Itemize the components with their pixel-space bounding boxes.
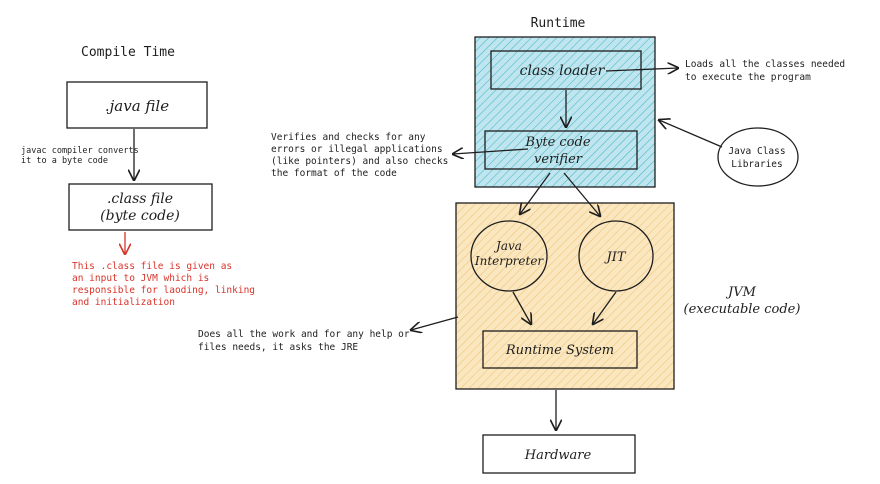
- class-loader-label: class loader: [520, 63, 606, 79]
- class-file-note: This .class file is given as an input to…: [72, 261, 255, 308]
- interpreter-label-line-1: Java: [493, 239, 522, 253]
- class-loader-note-line-2: to execute the program: [685, 72, 811, 83]
- verifier-note: Verifies and checks for any errors or il…: [271, 132, 448, 179]
- jvm-label-line-1: JVM: [725, 285, 757, 300]
- interpreter-label-line-2: Interpreter: [474, 254, 545, 268]
- runtime-title: Runtime: [531, 16, 586, 31]
- verifier-note-line-4: the format of the code: [271, 168, 397, 179]
- jit-node: JIT: [578, 220, 654, 292]
- verifier-label-line-2: verifier: [534, 152, 583, 167]
- verifier-note-line-3: (like pointers) and also checks: [271, 156, 448, 167]
- class-note-line-2: an input to JVM which is: [72, 273, 209, 284]
- runtime-system-box: Runtime System: [482, 330, 638, 369]
- verifier-note-arrow: [453, 149, 529, 154]
- verifier-to-jit-arrow: [563, 172, 600, 216]
- class-file-box: .class file (byte code): [68, 183, 213, 231]
- libraries-label-line-1: Java Class: [728, 146, 785, 157]
- class-loader-note-line-1: Loads all the classes needed: [685, 59, 845, 70]
- libraries-to-runtime-arrow: [659, 120, 723, 148]
- byte-code-verifier-box: Byte code verifier: [484, 130, 638, 170]
- class-note-line-4: and initialization: [72, 297, 175, 308]
- hardware-box: Hardware: [482, 434, 636, 474]
- verifier-label-line-1: Byte code: [524, 135, 590, 150]
- verifier-note-line-1: Verifies and checks for any: [271, 132, 426, 143]
- compiler-note-line-2: it to a byte code: [21, 156, 108, 166]
- jvm-label-line-2: (executable code): [684, 302, 801, 317]
- class-file-label-line-1: .class file: [107, 191, 173, 207]
- compiler-note-line-1: javac compiler converts: [21, 146, 139, 156]
- class-file-label-line-2: (byte code): [100, 208, 180, 224]
- java-file-box: .java file: [66, 81, 208, 129]
- runtime-system-label: Runtime System: [505, 343, 614, 358]
- libraries-label-line-2: Libraries: [731, 159, 782, 170]
- jvm-label: JVM (executable code): [684, 285, 801, 317]
- runtime-system-note: Does all the work and for any help or fi…: [198, 329, 410, 353]
- interpreter-to-runtime-system-arrow: [512, 291, 531, 324]
- class-note-line-3: responsible for laoding, linking: [72, 285, 255, 296]
- jit-to-runtime-system-arrow: [593, 291, 617, 324]
- runtime-system-note-arrow: [411, 316, 459, 330]
- jit-label: JIT: [603, 250, 626, 265]
- verifier-to-interpreter-arrow: [520, 172, 551, 214]
- runtime-note-line-1: Does all the work and for any help or: [198, 329, 410, 340]
- compiler-note: javac compiler converts it to a byte cod…: [21, 146, 139, 166]
- class-loader-note: Loads all the classes needed to execute …: [685, 59, 845, 83]
- java-interpreter-node: Java Interpreter: [470, 220, 548, 292]
- class-note-line-1: This .class file is given as: [72, 261, 232, 272]
- verifier-note-line-2: errors or illegal applications: [271, 144, 443, 155]
- runtime-note-line-2: files needs, it asks the JRE: [198, 342, 358, 353]
- runtime-area: [474, 36, 656, 188]
- jvm-area: [455, 202, 675, 390]
- class-loader-note-arrow: [605, 68, 678, 71]
- hardware-label: Hardware: [524, 448, 592, 463]
- java-file-label: .java file: [105, 97, 169, 115]
- java-class-libraries-node: Java Class Libraries: [717, 127, 799, 187]
- compile-time-title: Compile Time: [81, 45, 175, 60]
